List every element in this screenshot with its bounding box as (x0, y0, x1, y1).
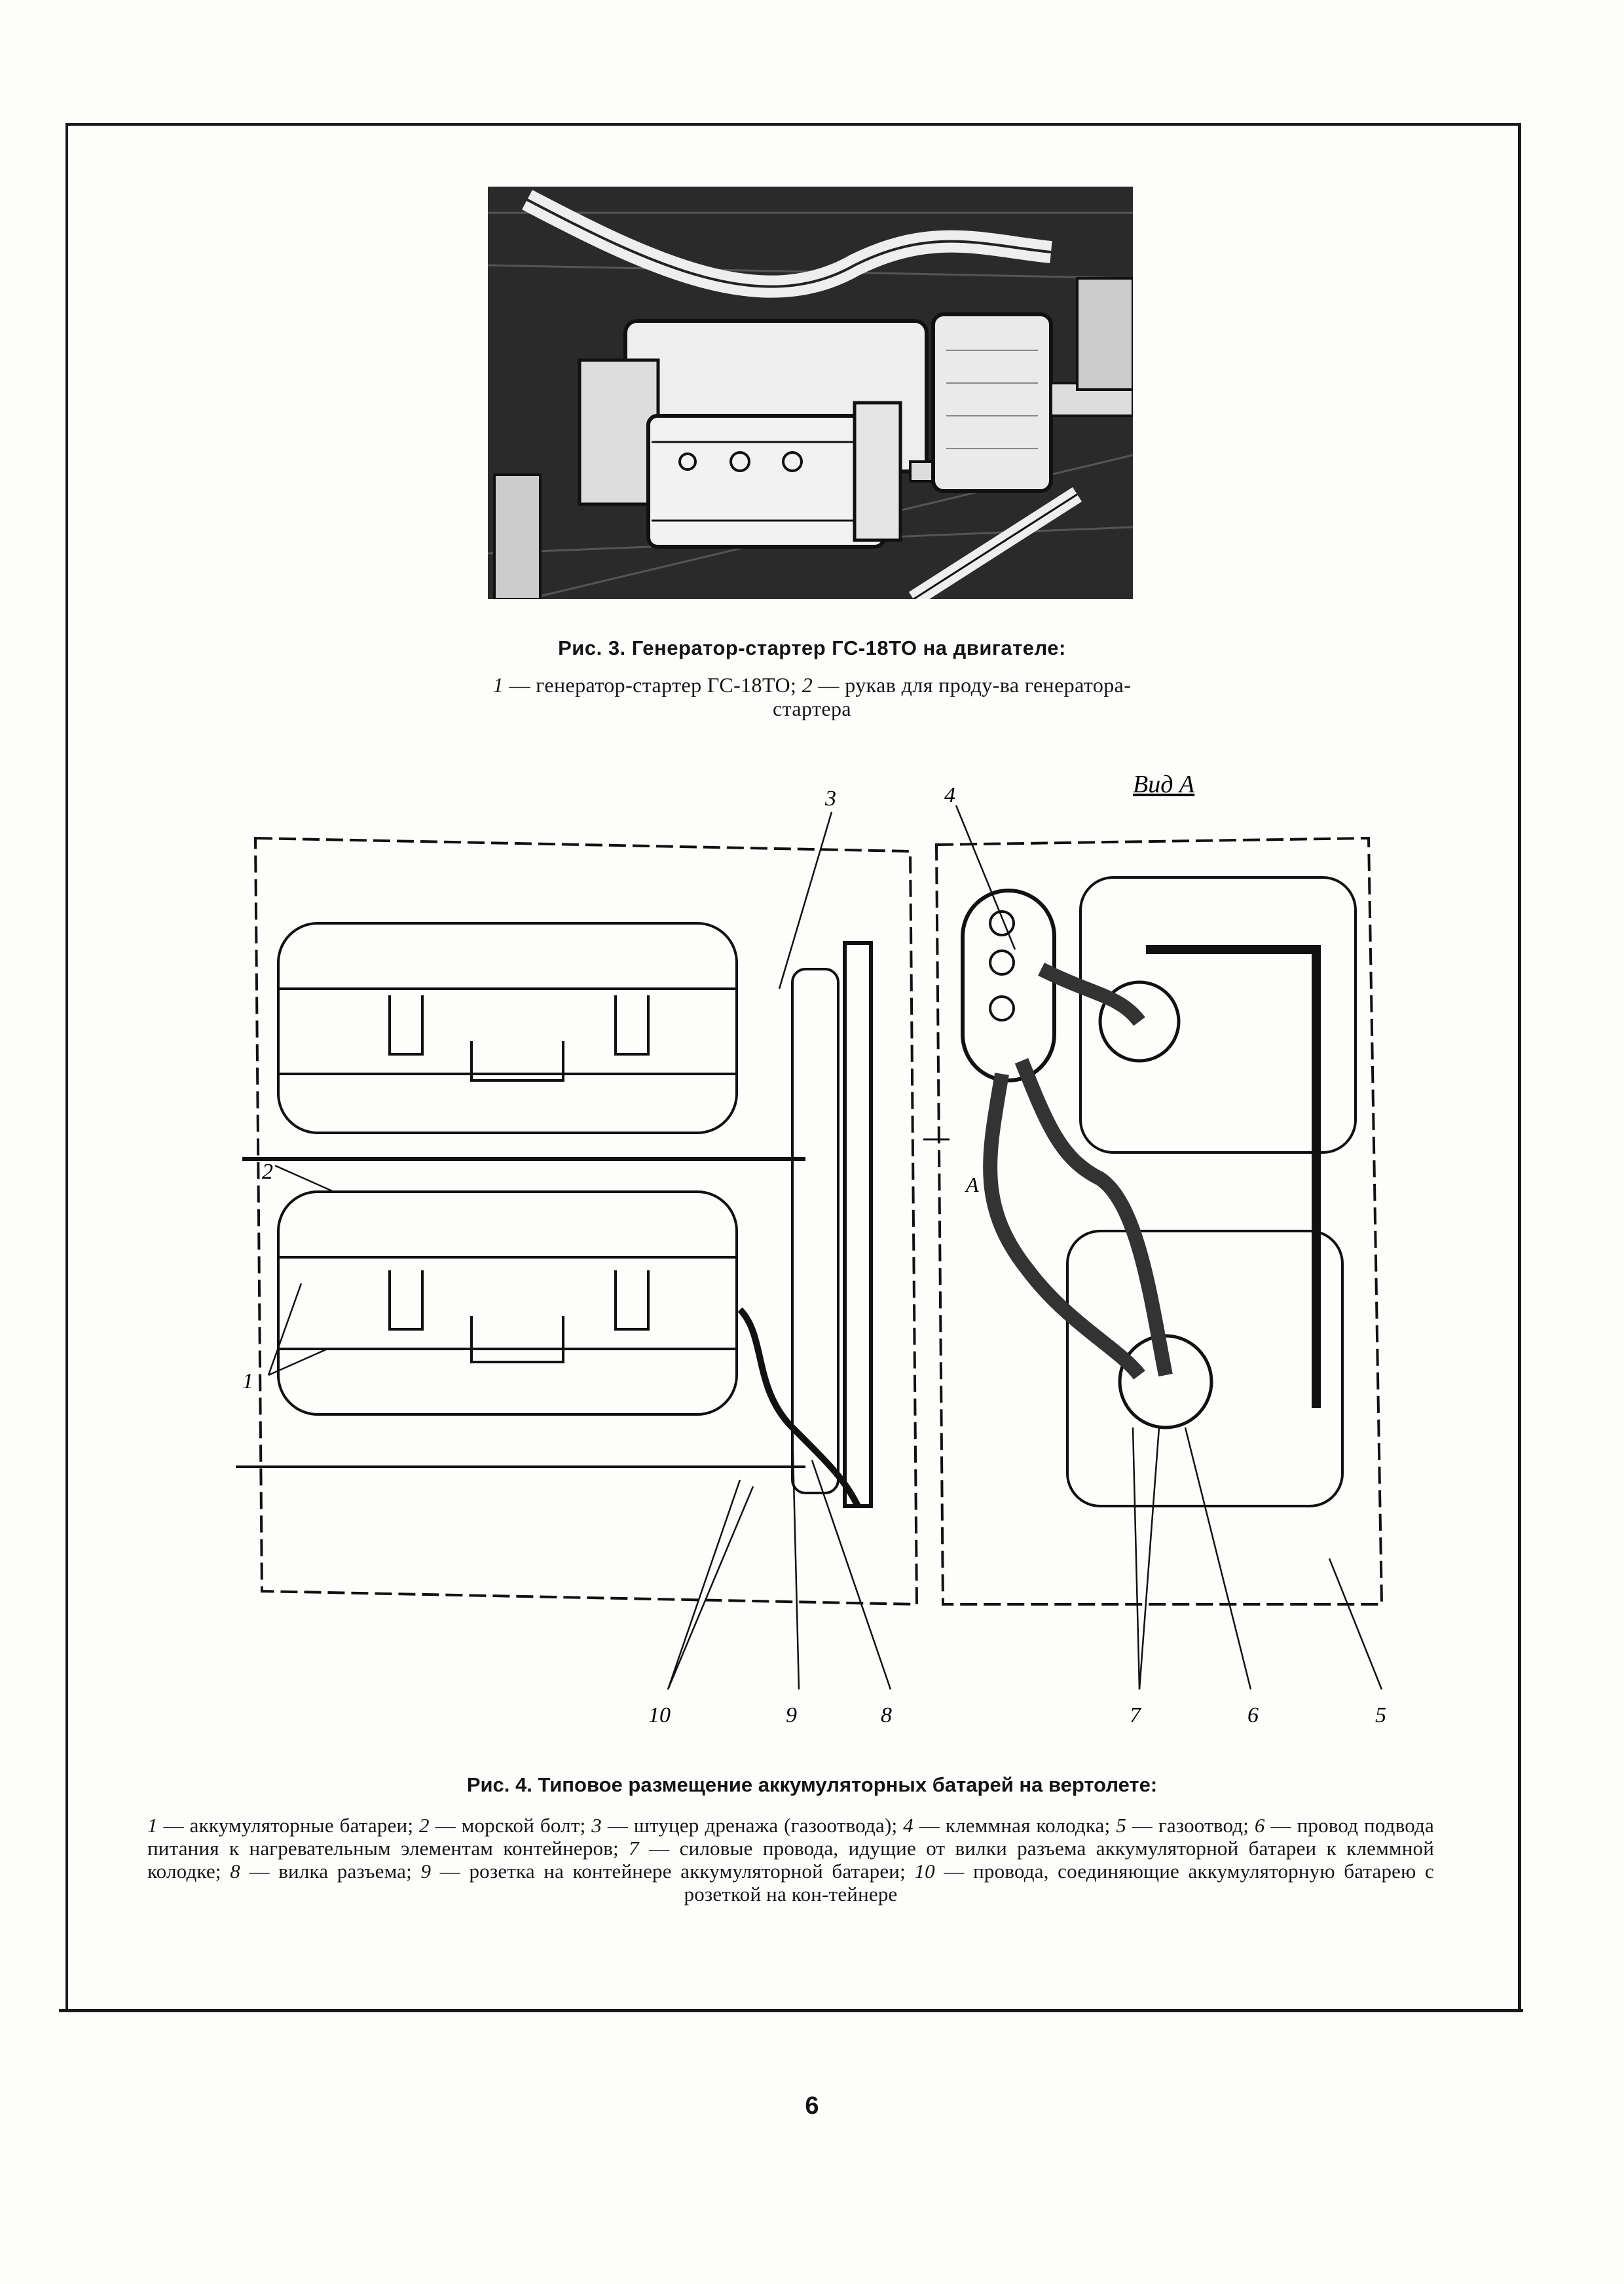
page-frame-top (65, 123, 1519, 126)
legend-number: 5 (1116, 1814, 1126, 1837)
figure-3-legend: 1 — генератор-стартер ГС-18ТО; 2 — рукав… (458, 673, 1166, 720)
figure-3-title: Рис. 3. Генератор-стартер ГС-18ТО на дви… (558, 636, 1066, 659)
legend-text: — аккумуляторные батареи; (157, 1814, 420, 1837)
legend-text: — вилка разъема; (240, 1860, 421, 1883)
legend-number: 2 (419, 1814, 430, 1837)
figure-4-drawing: 2 1 3 4 Вид А А 5 6 7 8 9 10 (236, 773, 1386, 1727)
legend-text: — провод подвода питания к нагревательны… (147, 1814, 1434, 1860)
figure-4-legend: 1 — аккумуляторные батареи; 2 — морской … (147, 1814, 1434, 1906)
legend-number: 7 (629, 1837, 639, 1860)
page-frame-bottom (59, 2009, 1523, 2012)
view-label: Вид А (1133, 773, 1195, 798)
legend-number: 9 (420, 1860, 432, 1883)
callout-7: 7 (1130, 1703, 1142, 1727)
legend-number: 6 (1254, 1814, 1265, 1837)
page-number: 6 (805, 2092, 819, 2120)
callout-2: 2 (262, 1160, 273, 1184)
legend-number: 4 (903, 1814, 913, 1837)
callout-8: 8 (881, 1703, 892, 1727)
legend-number: 8 (230, 1860, 240, 1883)
legend-number: 1 (147, 1814, 158, 1837)
callout-5: 5 (1375, 1703, 1386, 1727)
callout-1: 1 (242, 1369, 253, 1393)
legend-text: — розетка на контейнере аккумуляторной б… (431, 1860, 915, 1883)
callout-3: 3 (824, 786, 836, 811)
page-frame-left (65, 123, 68, 2012)
legend-text: — силовые провода, идущие от вилки разъе… (147, 1837, 1434, 1883)
callout-10: 10 (648, 1703, 671, 1727)
page-frame-right (1518, 123, 1521, 2012)
callout-9: 9 (786, 1703, 797, 1727)
legend-number: 10 (914, 1860, 935, 1883)
figure-4-title: Рис. 4. Типовое размещение аккумуляторны… (466, 1773, 1158, 1796)
legend-text: — газоотвод; (1126, 1814, 1255, 1837)
callout-4: 4 (944, 783, 955, 807)
legend-text: — провода, соединяющие аккумуляторную ба… (684, 1860, 1434, 1906)
legend-text: — генератор-стартер ГС-18ТО; (504, 673, 802, 697)
legend-text: — рукав для проду-ва генератора-стартера (773, 673, 1132, 720)
figure-3-drawing (488, 187, 1133, 599)
callout-6: 6 (1247, 1703, 1259, 1727)
arrow-label: А (965, 1173, 979, 1196)
legend-text: — морской болт; (429, 1814, 592, 1837)
legend-number: 3 (591, 1814, 602, 1837)
legend-text: — клеммная колодка; (913, 1814, 1116, 1837)
legend-number: 1 (492, 673, 504, 697)
legend-text: — штуцер дренажа (газоотвода); (601, 1814, 904, 1837)
legend-number: 2 (802, 673, 813, 697)
